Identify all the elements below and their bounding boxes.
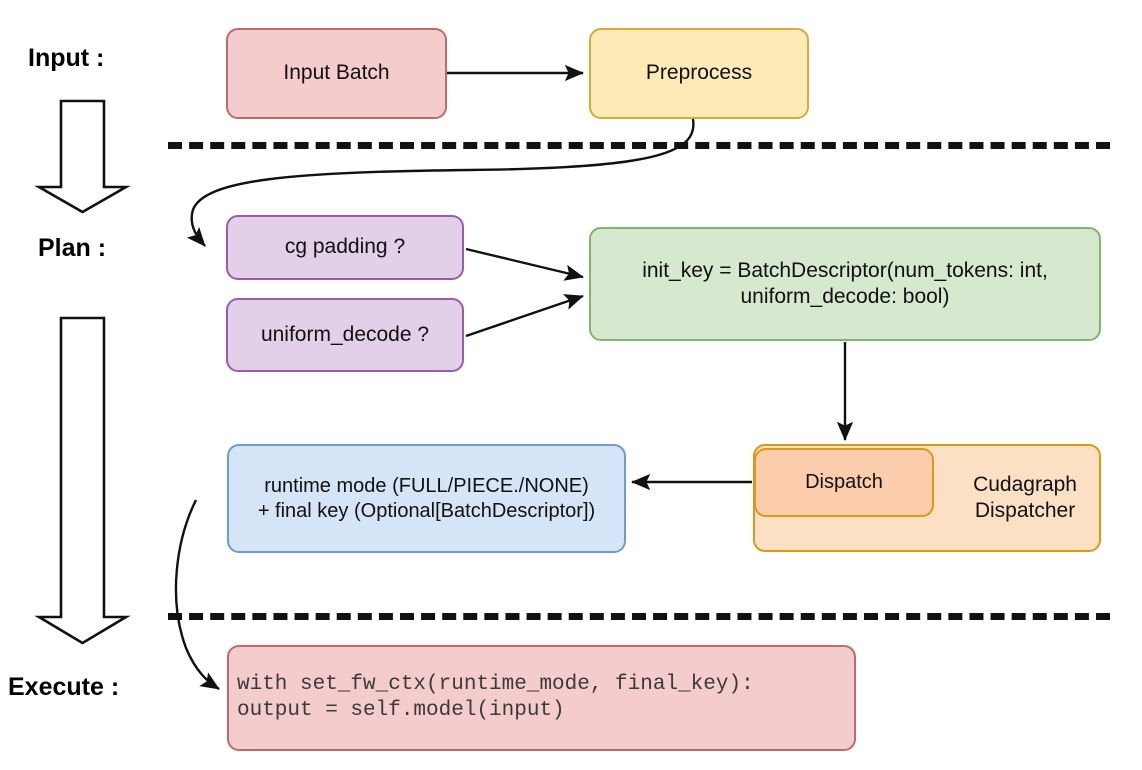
divider-plan-execute — [168, 613, 1110, 620]
stage-label-execute: Execute : — [8, 673, 120, 701]
node-dispatch[interactable]: Dispatch — [754, 448, 934, 517]
edge-runtime-mode-to-execute — [174, 499, 220, 691]
node-cg-padding[interactable]: cg padding ? — [226, 215, 464, 280]
node-preprocess[interactable]: Preprocess — [589, 28, 809, 119]
edge-uniform-decode-to-init-key — [465, 294, 584, 338]
node-execute-code[interactable]: with set_fw_ctx(runtime_mode, final_key)… — [227, 645, 856, 751]
stage-label-plan: Plan : — [38, 234, 107, 262]
flow-arrow-plan-to-execute — [34, 316, 131, 645]
flow-arrow-input-to-plan — [34, 99, 131, 214]
node-input-batch[interactable]: Input Batch — [226, 28, 447, 119]
stage-label-input: Input : — [28, 44, 105, 72]
node-init-key[interactable]: init_key = BatchDescriptor(num_tokens: i… — [589, 227, 1101, 341]
node-runtime-mode[interactable]: runtime mode (FULL/PIECE./NONE) + final … — [227, 444, 626, 553]
node-uniform-decode[interactable]: uniform_decode ? — [226, 298, 464, 372]
divider-input-plan — [168, 142, 1110, 149]
edge-cg-padding-to-init-key — [465, 247, 584, 281]
